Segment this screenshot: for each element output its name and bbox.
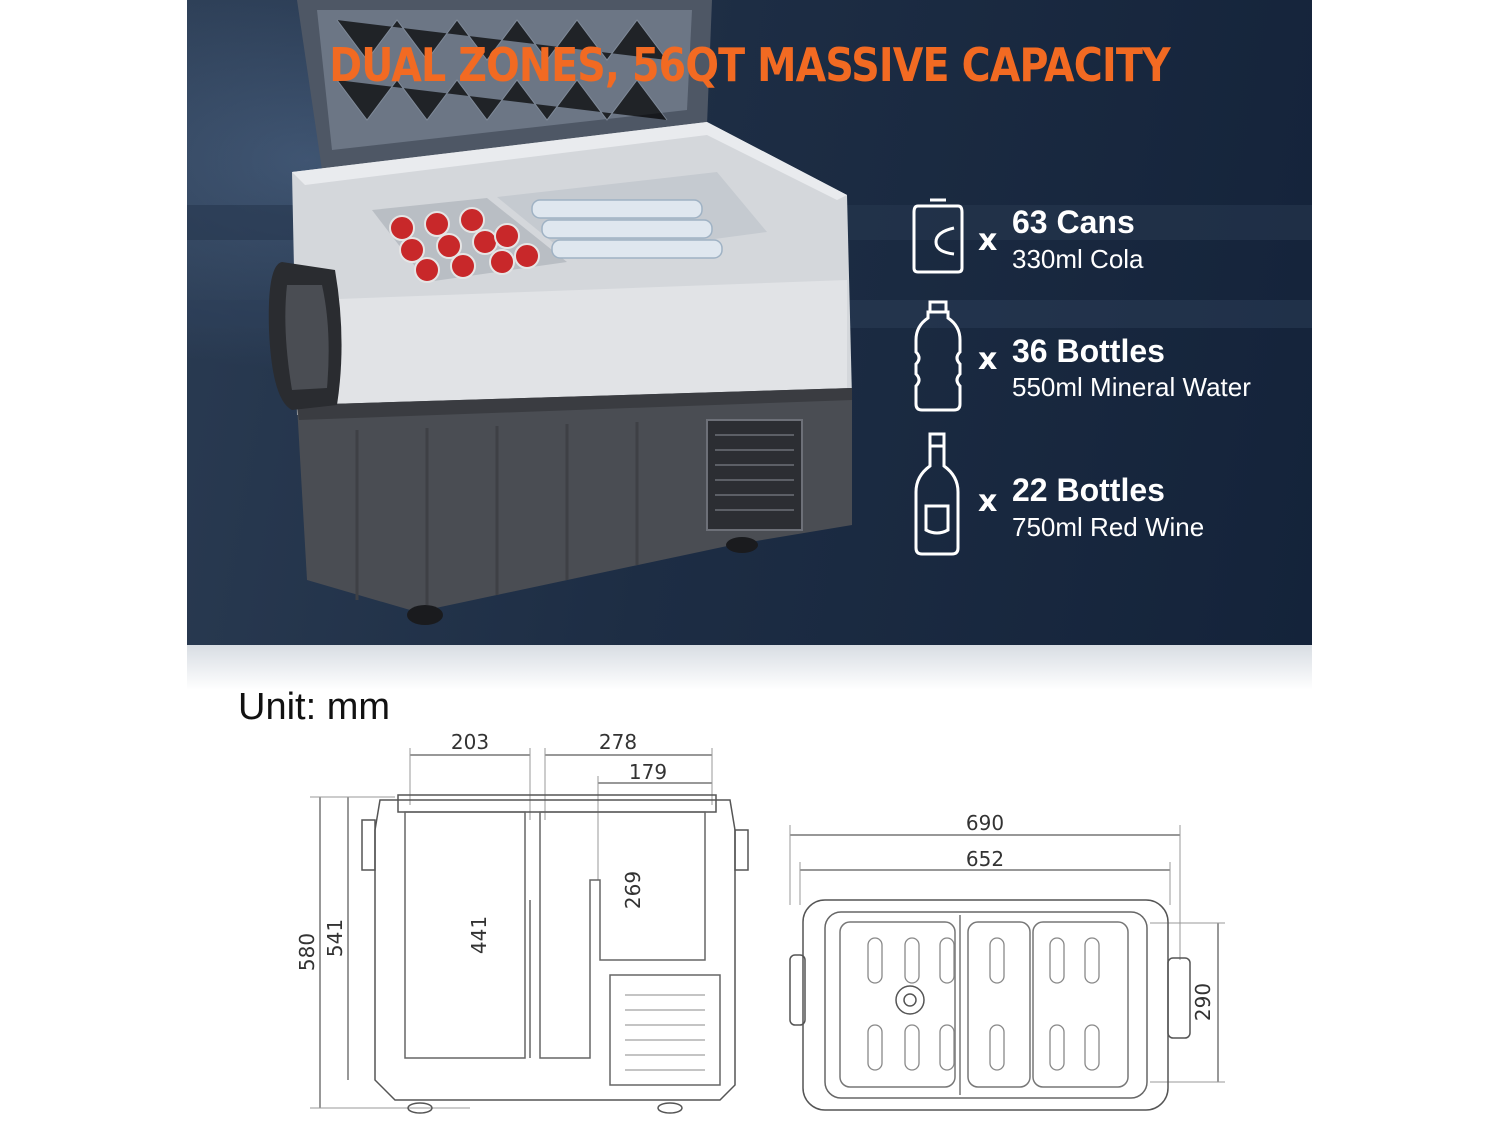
dim-outer-height: 580 — [295, 933, 319, 971]
capacity-count: 36 Bottles — [1012, 333, 1165, 369]
capacity-row-wine-bottles: x 22 Bottles 750ml Red Wine — [900, 432, 1320, 562]
capacity-description: 330ml Cola — [1012, 244, 1144, 274]
headline: DUAL ZONES, 56QT MASSIVE CAPACITY — [329, 38, 1170, 92]
dim-shelf-depth: 269 — [621, 871, 645, 909]
capacity-row-cans: x 63 Cans 330ml Cola — [900, 198, 1320, 328]
dim-shelf-width: 179 — [629, 760, 667, 784]
dim-left-compartment-width: 203 — [451, 730, 489, 754]
can-icon — [912, 198, 964, 274]
top-view-diagram — [789, 825, 1225, 1111]
multiplier: x — [978, 342, 998, 377]
unit-label: Unit: mm — [238, 686, 390, 728]
capacity-count: 22 Bottles — [1012, 472, 1165, 508]
dim-compartment-depth: 441 — [467, 916, 491, 954]
water-bottle-icon — [914, 300, 962, 412]
capacity-description: 750ml Red Wine — [1012, 512, 1205, 542]
capacity-description: 550ml Mineral Water — [1012, 372, 1251, 402]
capacity-row-water-bottles: x 36 Bottles 550ml Mineral Water — [900, 300, 1320, 430]
dim-body-height: 541 — [323, 919, 347, 957]
dim-body-length: 652 — [966, 847, 1004, 871]
product-hero-panel — [187, 0, 1312, 645]
hero-bottom-fade — [187, 645, 1312, 690]
multiplier: x — [978, 223, 998, 258]
capacity-count: 63 Cans — [1012, 204, 1135, 240]
dim-overall-length: 690 — [966, 811, 1004, 835]
side-view-diagram — [310, 748, 749, 1114]
fridge-illustration — [187, 0, 1312, 625]
wine-bottle-icon — [914, 432, 960, 556]
dim-right-compartment-width: 278 — [599, 730, 637, 754]
dim-top-width: 290 — [1191, 983, 1215, 1021]
multiplier: x — [978, 484, 998, 519]
